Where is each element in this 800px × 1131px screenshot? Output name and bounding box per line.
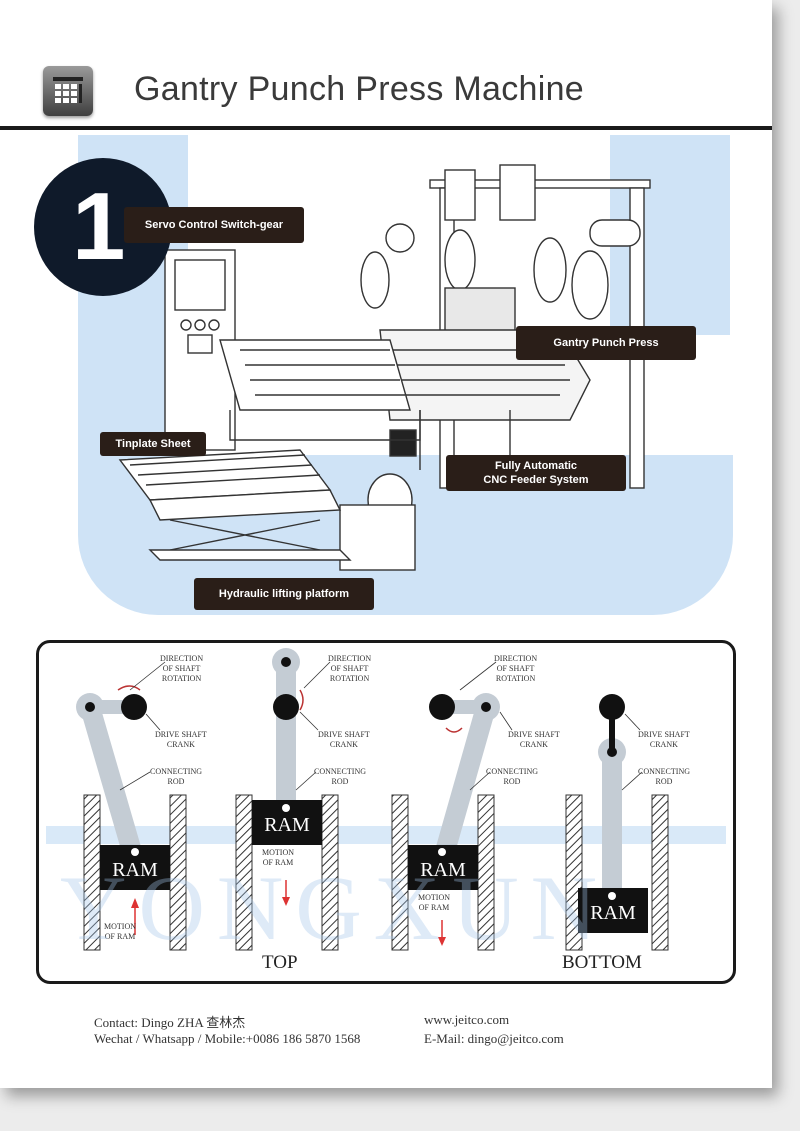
footer-phones: Wechat / Whatsapp / Mobile:+0086 186 587… xyxy=(94,1031,361,1046)
stage4-ram-label: RAM xyxy=(590,902,636,924)
watermark-shape-bar xyxy=(46,826,726,844)
stage4-rod-label: CONNECTING ROD xyxy=(638,767,690,787)
stage2-ram-label: RAM xyxy=(264,814,310,836)
crank-stage-1 xyxy=(76,685,187,951)
footer-website[interactable]: www.jeitco.com xyxy=(424,1012,510,1027)
callout-cnc-feeder: Fully Automatic CNC Feeder System xyxy=(446,455,626,491)
stage1-direction-l1: DIRECTION xyxy=(160,654,204,663)
stage1-crank-l2: CRANK xyxy=(166,740,195,749)
page-title: Gantry Punch Press Machine xyxy=(134,70,584,108)
stage3-motion-l1: MOTION xyxy=(418,893,450,902)
stage3-crank-l2: CRANK xyxy=(519,740,548,749)
stage2-direction-l1: DIRECTION xyxy=(328,654,372,663)
crank-diagram-frame xyxy=(36,640,736,984)
stage1-ram-label: RAM xyxy=(112,859,158,881)
crank-stage-2 xyxy=(235,648,339,951)
watermark-text: YONGXUN xyxy=(60,857,610,959)
stage3-rod-l2: ROD xyxy=(503,777,521,786)
stage1-rod-label: CONNECTING ROD xyxy=(150,767,202,787)
callout-hydraulic-platform: Hydraulic lifting platform xyxy=(194,578,374,610)
stage4-crank-label: DRIVE SHAFT CRANK xyxy=(638,730,690,750)
stage1-rod-l2: ROD xyxy=(167,777,185,786)
stage4-crank-l1: DRIVE SHAFT xyxy=(638,730,690,739)
stage4-rod-l2: ROD xyxy=(655,777,673,786)
crank-stage-3 xyxy=(391,693,500,951)
stage2-direction-l3: ROTATION xyxy=(329,674,370,683)
company-logo xyxy=(43,66,93,116)
stage2-rod-label: CONNECTING ROD xyxy=(314,767,366,787)
stage3-rod-label: CONNECTING ROD xyxy=(486,767,538,787)
callout-tinplate-sheet: Tinplate Sheet xyxy=(100,432,206,456)
stage1-motion-label: MOTION OF RAM xyxy=(104,922,136,942)
stage2-rod-l1: CONNECTING xyxy=(314,767,366,776)
stage3-motion-l2: OF RAM xyxy=(418,903,450,912)
stage3-rod-l1: CONNECTING xyxy=(486,767,538,776)
bottom-position-label: BOTTOM xyxy=(562,952,642,973)
document-page: Gantry Punch Press Machine xyxy=(0,0,772,1088)
callout-gantry-punch-press: Gantry Punch Press xyxy=(516,326,696,360)
title-divider xyxy=(0,126,772,130)
stage2-direction-l2: OF SHAFT xyxy=(330,664,369,673)
machine-illustration xyxy=(118,164,651,571)
stage3-direction-l1: DIRECTION xyxy=(494,654,538,663)
stage4-rod-l1: CONNECTING xyxy=(638,767,690,776)
crank-mechanism-diagram xyxy=(76,648,669,951)
stage2-direction-label: DIRECTION OF SHAFT ROTATION xyxy=(328,654,371,684)
stage1-crank-l1: DRIVE SHAFT xyxy=(155,730,207,739)
callout-cnc-feeder-line1: Fully Automatic xyxy=(494,460,578,472)
stage1-direction-l2: OF SHAFT xyxy=(162,664,201,673)
footer-contact: Contact: Dingo ZHA 查林杰 xyxy=(94,1015,246,1030)
callout-cnc-feeder-line2: CNC Feeder System xyxy=(483,474,589,486)
stage1-direction-l3: ROTATION xyxy=(161,674,202,683)
stage1-motion-l2: OF RAM xyxy=(104,932,136,941)
stage3-direction-l2: OF SHAFT xyxy=(496,664,535,673)
stage3-motion-label: MOTION OF RAM xyxy=(418,893,450,913)
stage2-crank-label: DRIVE SHAFT CRANK xyxy=(318,730,370,750)
callout-servo-control: Servo Control Switch-gear xyxy=(124,207,304,243)
top-position-label: TOP xyxy=(262,952,298,973)
stage2-crank-l2: CRANK xyxy=(329,740,358,749)
stage3-direction-l3: ROTATION xyxy=(495,674,536,683)
stage3-direction-label: DIRECTION OF SHAFT ROTATION xyxy=(494,654,537,684)
stage2-motion-l1: MOTION xyxy=(262,848,294,857)
stage1-rod-l1: CONNECTING xyxy=(150,767,202,776)
stage1-direction-label: DIRECTION OF SHAFT ROTATION xyxy=(160,654,203,684)
stage3-ram-label: RAM xyxy=(420,859,466,881)
crank-stage-4 xyxy=(565,694,669,951)
stage2-rod-l2: ROD xyxy=(331,777,349,786)
stage2-motion-l2: OF RAM xyxy=(262,858,294,867)
stage2-crank-l1: DRIVE SHAFT xyxy=(318,730,370,739)
stage3-crank-label: DRIVE SHAFT CRANK xyxy=(508,730,560,750)
stage1-motion-l1: MOTION xyxy=(104,922,136,931)
stage2-motion-label: MOTION OF RAM xyxy=(262,848,294,868)
footer-email[interactable]: E-Mail: dingo@jeitco.com xyxy=(424,1031,564,1046)
stage4-crank-l2: CRANK xyxy=(649,740,678,749)
stage1-crank-label: DRIVE SHAFT CRANK xyxy=(155,730,207,750)
stage3-crank-l1: DRIVE SHAFT xyxy=(508,730,560,739)
